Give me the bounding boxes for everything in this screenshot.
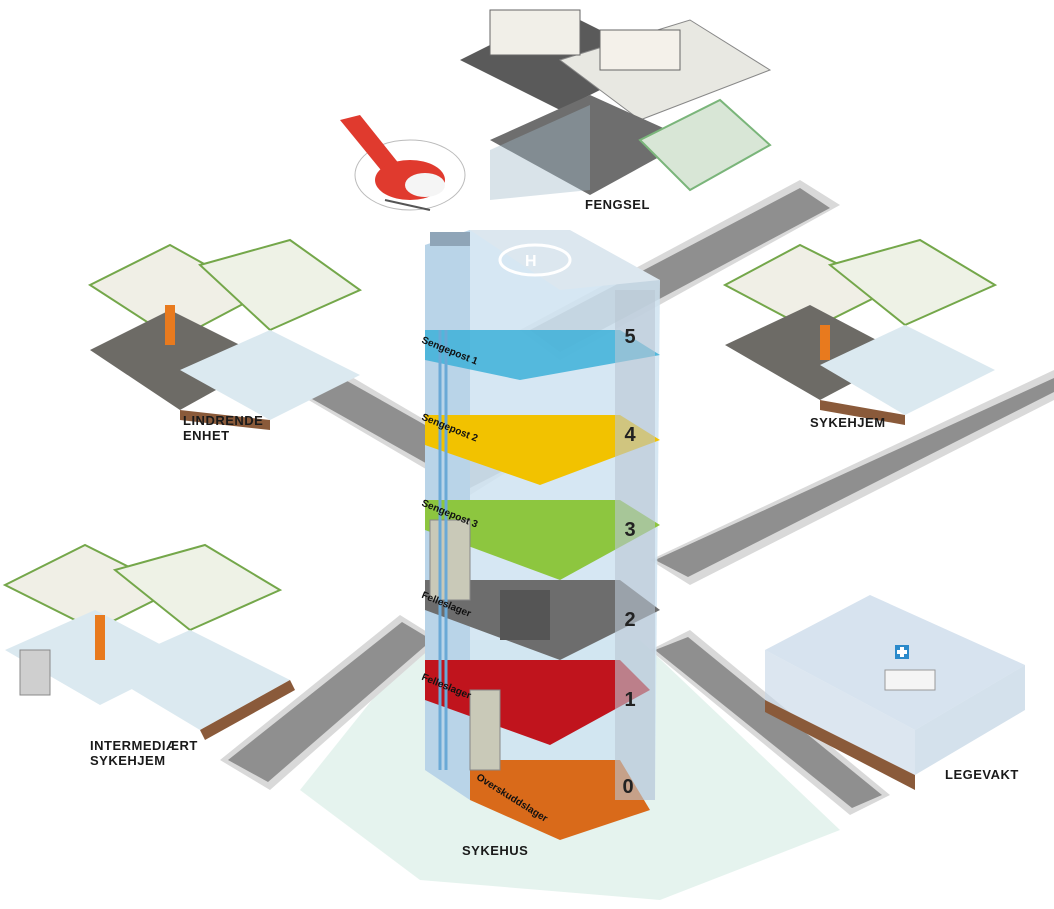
label-enhet: ENHET: [183, 428, 230, 443]
lindrende-building: [87, 238, 363, 430]
floor-number-5: 5: [624, 326, 636, 348]
label-lindrende: LINDRENDE: [183, 413, 264, 428]
medical-cross-icon: [895, 645, 909, 659]
floor-number-1: 1: [624, 689, 636, 711]
helicopter-icon: [340, 115, 466, 211]
label-intermediaert: INTERMEDIÆRT: [90, 738, 198, 753]
sykehus-tower: H: [425, 230, 660, 840]
floor-slab-0: [470, 760, 650, 840]
intermediaert-building: [2, 543, 295, 740]
label-sykehjem: SYKEHJEM: [810, 415, 886, 430]
floor-number-0: 0: [622, 776, 634, 798]
label-legevakt: LEGEVAKT: [945, 767, 1019, 782]
label-fengsel: FENGSEL: [585, 197, 650, 212]
floor-number-3: 3: [624, 519, 636, 541]
floor-slab-3: [425, 500, 660, 580]
legevakt-building: [765, 595, 1025, 790]
floor-slab-1: [425, 660, 650, 745]
floor-slab-5: [425, 330, 660, 380]
sykehjem-building: [722, 238, 998, 425]
floor-number-2: 2: [624, 609, 636, 631]
label-intermediaert-sykehjem: SYKEHJEM: [90, 753, 166, 768]
label-sykehus: SYKEHUS: [462, 843, 529, 858]
floor-number-4: 4: [624, 424, 636, 446]
floor-slab-4: [425, 415, 660, 485]
svg-text:H: H: [525, 253, 537, 270]
fengsel-building: [460, 9, 772, 200]
helipad-icon: [470, 230, 660, 290]
